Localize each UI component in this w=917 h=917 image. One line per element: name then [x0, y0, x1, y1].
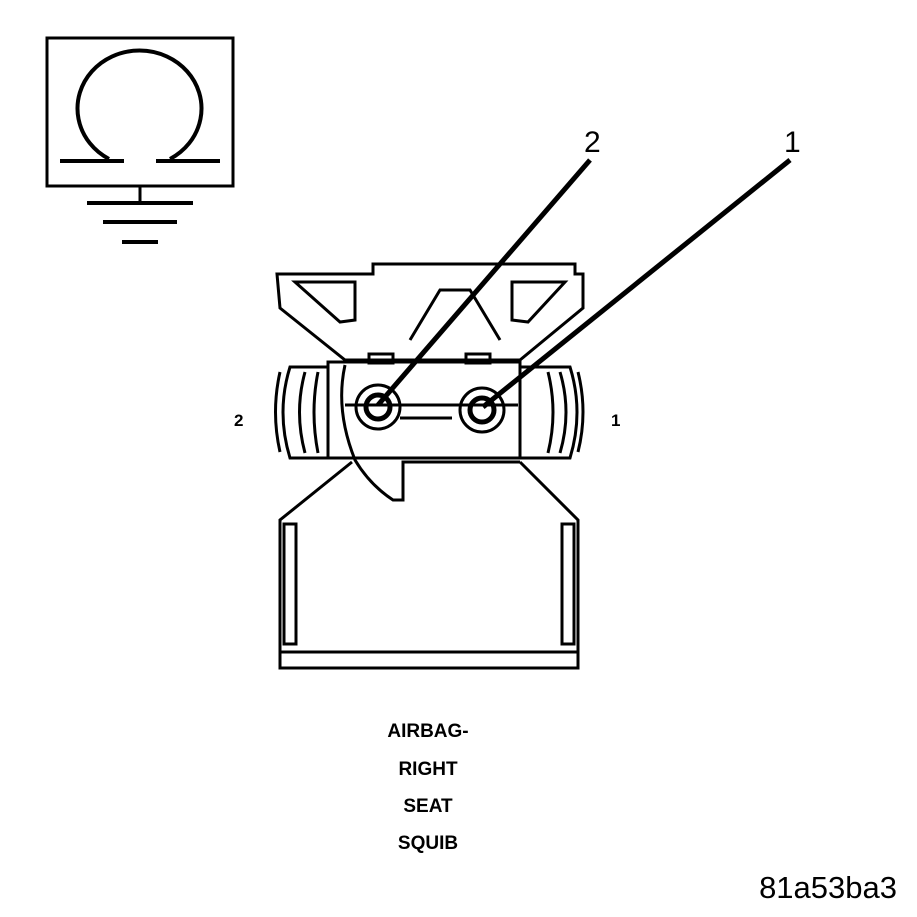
figure-reference-code: 81a53ba3: [759, 870, 897, 905]
ohmmeter-icon: [45, 36, 235, 188]
connector-caption-line-2: RIGHT: [398, 759, 458, 780]
callout-1-leader: [481, 158, 792, 409]
connector-lower-body: [278, 460, 580, 670]
callout-2-label: 2: [584, 126, 601, 159]
callout-2-leader: [376, 158, 592, 407]
terminal-2: [354, 383, 402, 431]
terminal-1: [458, 386, 506, 434]
left-wing: [281, 365, 328, 460]
connector-caption-line-4: SQUIB: [397, 833, 459, 854]
pin-1-side-label: 1: [611, 411, 620, 430]
connector-latch: [275, 262, 585, 362]
callout-1-label: 1: [784, 126, 801, 159]
ground-icon: [87, 186, 193, 244]
pin-2-side-label: 2: [234, 411, 243, 430]
right-wing: [520, 365, 579, 460]
squib-connector: [274, 262, 585, 670]
connector-caption-line-3: SEAT: [403, 796, 453, 817]
connector-caption-line-1: AIRBAG-: [387, 721, 469, 742]
